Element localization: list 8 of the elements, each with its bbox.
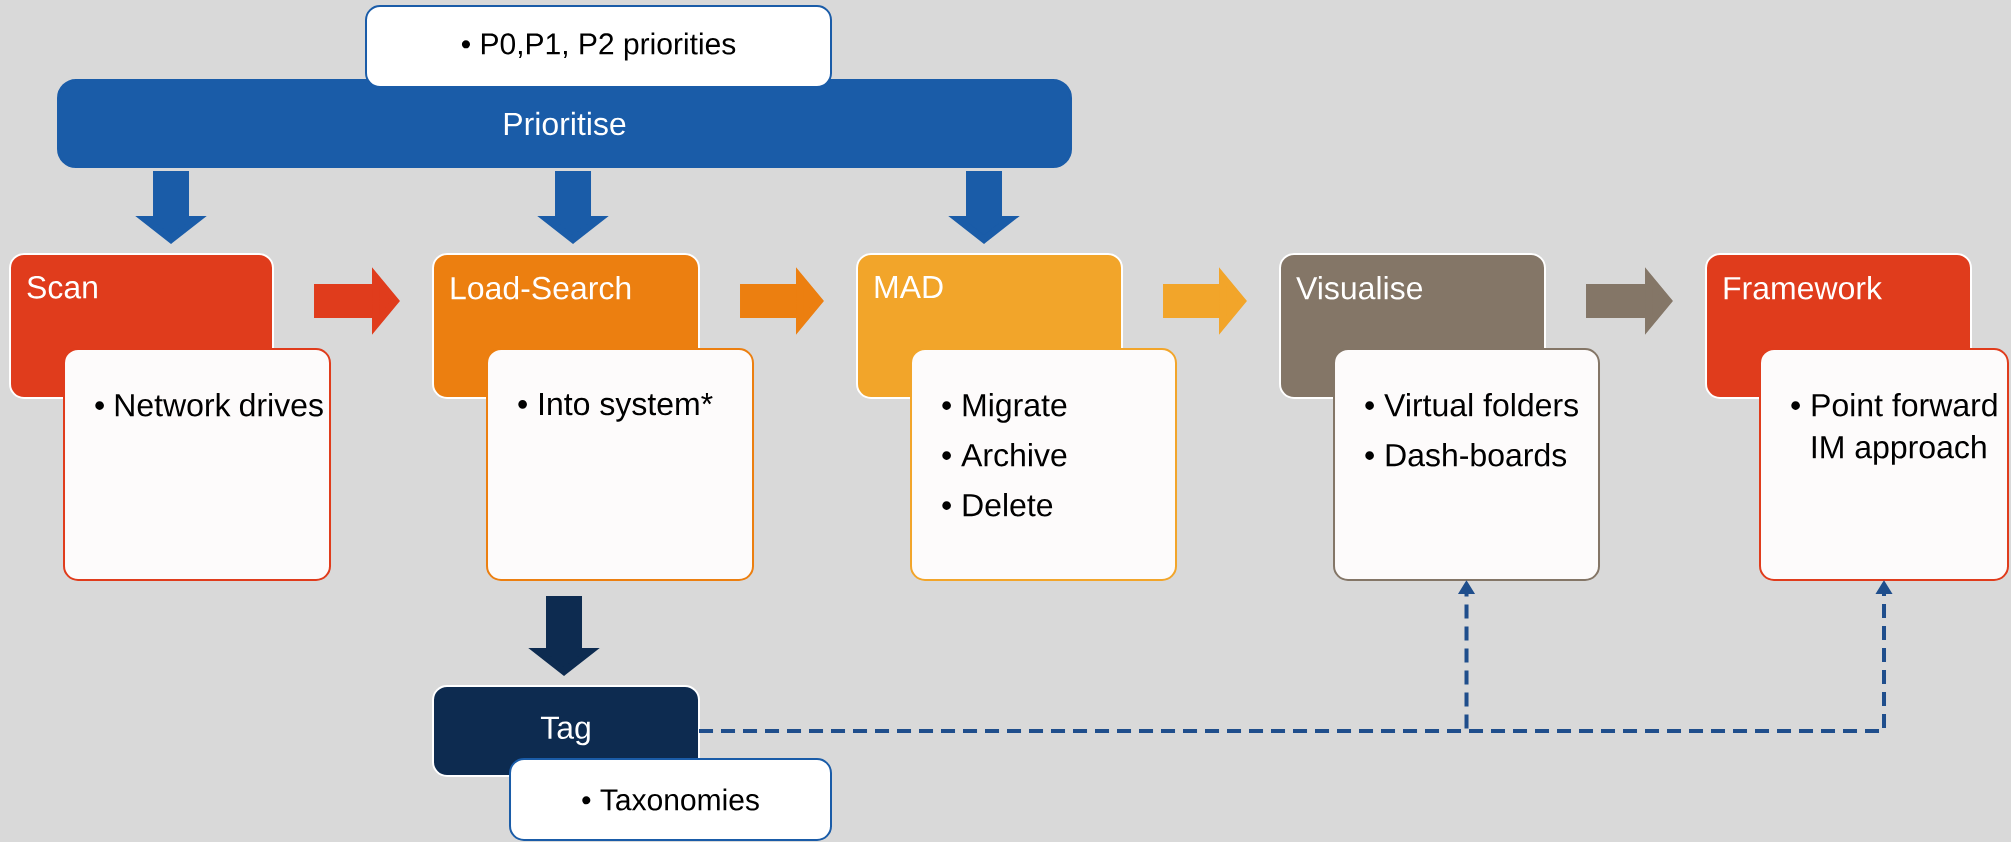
banner-band: Prioritise <box>57 79 1072 168</box>
detail-box: • Migrate • Archive • Delete <box>910 348 1177 581</box>
detail-box: • Point forward IM approach <box>1759 348 2009 581</box>
note-box: • P0,P1, P2 priorities <box>365 5 832 88</box>
detail-box: • Network drives <box>63 348 331 581</box>
detail-box: • Virtual folders • Dash-boards <box>1333 348 1600 581</box>
note-box: • Taxonomies <box>509 758 832 841</box>
detail-box: • Into system* <box>486 348 754 581</box>
